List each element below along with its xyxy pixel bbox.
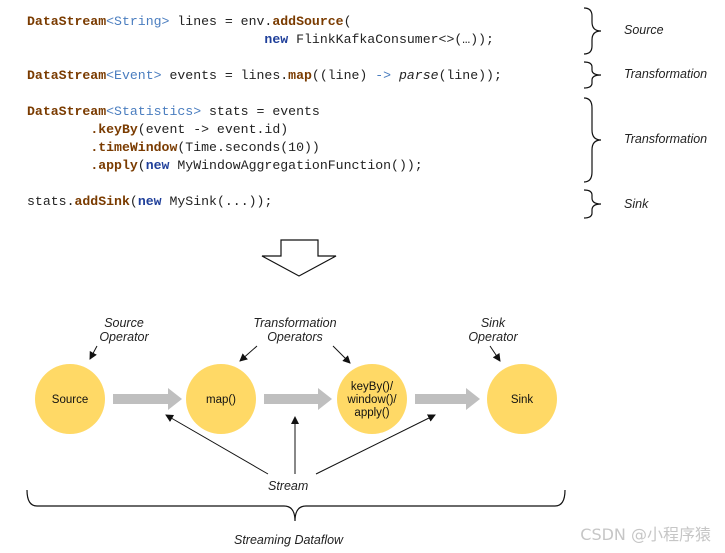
code-method: .keyBy <box>90 122 138 137</box>
code-method: map <box>288 68 312 83</box>
code-line-8: stats.addSink(new MySink(...)); <box>27 193 272 211</box>
node-source-label: Source <box>52 394 88 406</box>
code-text: MyWindowAggregationFunction()); <box>169 158 423 173</box>
brace-streaming-dataflow <box>26 489 566 522</box>
code-parse: parse <box>398 68 439 83</box>
code-generic: <Statistics> <box>106 104 202 119</box>
code-generic: <Event> <box>106 68 162 83</box>
code-text: events = lines. <box>161 68 289 83</box>
node-keyby-window-apply <box>337 364 407 434</box>
code-keyword: new <box>264 32 289 47</box>
code-text: ( <box>129 194 138 209</box>
code-type: DataStream <box>27 104 107 119</box>
code-text: FlinkKafkaConsumer<>(…)); <box>288 32 494 47</box>
code-line-4: DataStream<Statistics> stats = events <box>27 103 320 121</box>
code-line-1: DataStream<String> lines = env.addSource… <box>27 13 352 31</box>
node-keyby-label-line-1: keyBy()/ <box>351 381 394 393</box>
node-map <box>186 364 256 434</box>
brace-transformation-1 <box>583 61 602 89</box>
transformation-pointer-keyby <box>332 345 351 364</box>
code-text: lines = env. <box>169 14 273 29</box>
node-keyby-label-line-3: apply() <box>354 407 389 419</box>
down-arrow-icon <box>261 239 337 277</box>
code-text: ((line) <box>311 68 376 83</box>
code-text: (Time.seconds(10)) <box>177 140 320 155</box>
node-sink <box>487 364 557 434</box>
node-sink-label: Sink <box>511 394 534 406</box>
code-line-7: .apply(new MyWindowAggregationFunction()… <box>27 157 423 175</box>
code-method: addSource <box>272 14 344 29</box>
code-keyword: new <box>145 158 170 173</box>
label-transformation-operators: Transformation Operators <box>242 316 348 344</box>
brace-transformation-2 <box>583 97 602 183</box>
code-line-5: .keyBy(event -> event.id) <box>27 121 288 139</box>
label-line: Operators <box>267 330 323 344</box>
code-text: (line)); <box>438 68 502 83</box>
code-text: (event -> event.id) <box>137 122 289 137</box>
brace-label-sink: Sink <box>624 197 649 211</box>
stream-arrow-1 <box>113 388 182 410</box>
brace-label-transformation-2: Transformation <box>624 132 708 146</box>
node-source <box>35 364 105 434</box>
label-line: Sink <box>480 316 506 330</box>
label-stream: Stream <box>268 479 309 493</box>
brace-sink <box>583 189 602 219</box>
code-line-3: DataStream<Event> events = lines.map((li… <box>27 67 502 85</box>
code-generic: <String> <box>106 14 170 29</box>
code-type: DataStream <box>27 14 107 29</box>
node-keyby-label-line-2: window()/ <box>346 394 397 406</box>
label-line: Transformation <box>253 316 337 330</box>
label-line: Operator <box>468 330 518 344</box>
stream-arrow-3 <box>415 388 480 410</box>
code-line-6: .timeWindow(Time.seconds(10)) <box>27 139 320 157</box>
transformation-pointer-map <box>239 345 258 362</box>
code-line-2: new FlinkKafkaConsumer<>(…)); <box>27 31 494 49</box>
code-method: .apply <box>90 158 138 173</box>
code-method: .timeWindow <box>90 140 178 155</box>
label-sink-operator: Sink Operator <box>455 316 531 344</box>
label-line: Operator <box>99 330 149 344</box>
code-text: ( <box>137 158 146 173</box>
label-streaming-dataflow: Streaming Dataflow <box>234 533 344 547</box>
label-line: Source <box>104 316 144 330</box>
stream-pointer-3 <box>315 414 436 475</box>
code-type: DataStream <box>27 68 107 83</box>
label-source-operator: Source Operator <box>86 316 162 344</box>
stream-pointer-1 <box>165 414 269 475</box>
code-arrow: -> <box>375 68 392 83</box>
code-text: MySink(...)); <box>161 194 273 209</box>
node-map-label: map() <box>206 394 236 406</box>
sink-operator-pointer <box>489 345 501 362</box>
brace-source <box>583 7 602 55</box>
brace-label-source: Source <box>624 23 664 37</box>
code-text: ( <box>343 14 352 29</box>
code-method: addSink <box>74 194 130 209</box>
watermark: CSDN @小程序猿 <box>580 525 711 544</box>
stream-arrow-2 <box>264 388 332 410</box>
code-keyword: new <box>137 194 162 209</box>
brace-label-transformation-1: Transformation <box>624 67 708 81</box>
code-text: stats. <box>27 194 75 209</box>
source-operator-pointer <box>89 345 98 360</box>
code-text: stats = events <box>201 104 320 119</box>
